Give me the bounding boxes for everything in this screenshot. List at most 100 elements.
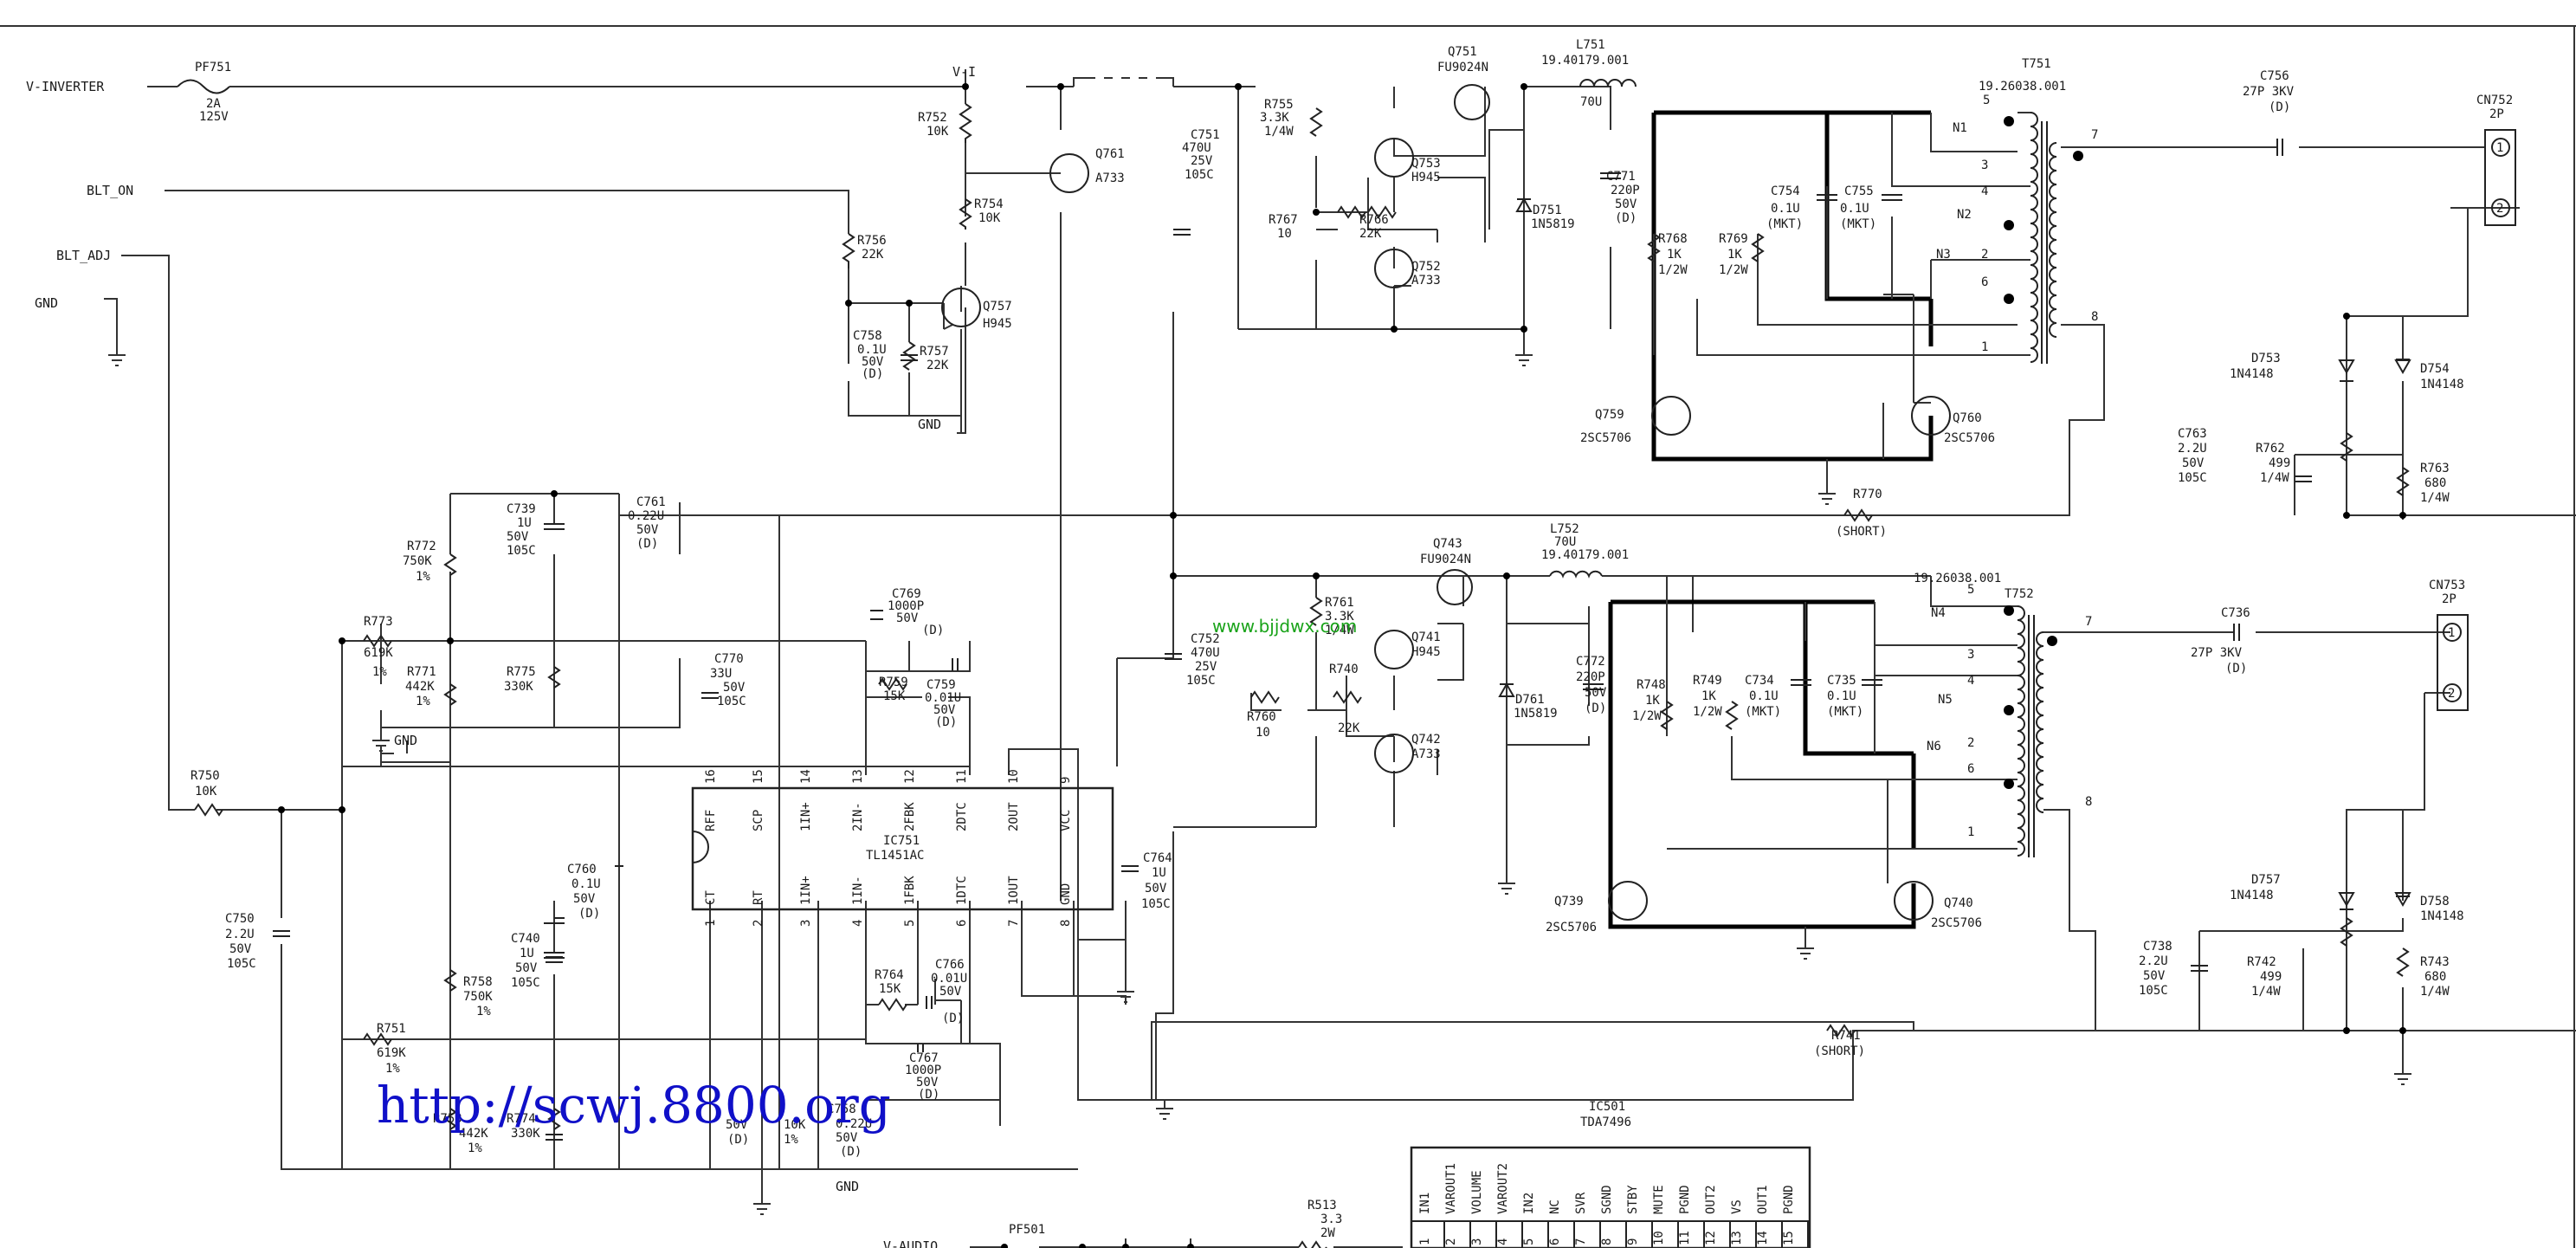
ic501-pin-8-name: SGND bbox=[1600, 1185, 1614, 1214]
pf751-value: 2A bbox=[206, 97, 221, 111]
d761-type: 1N5819 bbox=[1514, 707, 1558, 721]
r769-value: 1K bbox=[1727, 248, 1742, 262]
ic751-pin-12-number: 12 bbox=[903, 769, 917, 784]
r772-tol: 1% bbox=[416, 570, 430, 584]
r767-value: 10 bbox=[1277, 227, 1292, 241]
r750-ref: R750 bbox=[190, 769, 220, 783]
c738-temp: 105C bbox=[2139, 984, 2168, 998]
bottom-inverter-wiring bbox=[1173, 575, 1931, 895]
part-labels: PF751 2A 125V PF501 R752 10K R754 10K R7… bbox=[190, 38, 2513, 1240]
cn752-ref: CN752 bbox=[2476, 94, 2513, 107]
r743-ref: R743 bbox=[2420, 955, 2450, 969]
t751-ref: T751 bbox=[2022, 57, 2051, 71]
ic501-type: TDA7496 bbox=[1580, 1115, 1631, 1129]
r755-watt: 1/4W bbox=[1264, 125, 1294, 139]
r770-ref: R770 bbox=[1853, 488, 1882, 501]
ic501-pin-5-name: IN2 bbox=[1522, 1193, 1536, 1214]
c738-ref: C738 bbox=[2143, 940, 2172, 954]
c763-ref: C763 bbox=[2178, 427, 2207, 441]
cn752-pin1: 1 bbox=[2496, 141, 2503, 155]
pf501-ref: PF501 bbox=[1009, 1223, 1045, 1237]
c739-volt: 50V bbox=[507, 530, 529, 544]
cn753-ref: CN753 bbox=[2429, 579, 2465, 592]
ic501-pin-12-name: OUT2 bbox=[1704, 1185, 1718, 1214]
r762-ref: R762 bbox=[2256, 442, 2285, 456]
c758-ref: C758 bbox=[853, 329, 882, 343]
d753-type: 1N4148 bbox=[2230, 367, 2274, 381]
l752-value: 70U bbox=[1554, 535, 1576, 549]
t751-pin6: 6 bbox=[1981, 275, 1988, 289]
c756-value: 27P 3KV bbox=[2243, 85, 2295, 99]
c752-ref: C752 bbox=[1191, 632, 1220, 646]
c739-ref: C739 bbox=[507, 502, 536, 516]
t752-n4: N4 bbox=[1931, 606, 1946, 620]
ic501-pin-3-number: 3 bbox=[1470, 1238, 1484, 1245]
d754-ref: D754 bbox=[2420, 362, 2450, 376]
q761-ref: Q761 bbox=[1095, 147, 1125, 161]
ic751-pin-1-name: CT bbox=[704, 890, 718, 905]
net-blt-adj: BLT_ADJ bbox=[56, 248, 111, 263]
t751-n3: N3 bbox=[1936, 248, 1951, 262]
c770-ref: C770 bbox=[714, 652, 744, 666]
t751-pin7: 7 bbox=[2091, 128, 2098, 142]
q759-type: 2SC5706 bbox=[1580, 431, 1631, 445]
c740-ref: C740 bbox=[511, 932, 540, 946]
c763-temp: 105C bbox=[2178, 471, 2207, 485]
t751-pin1: 1 bbox=[1981, 340, 1988, 354]
q740-ref: Q740 bbox=[1944, 896, 1973, 910]
ic501-pin-11-name: PGND bbox=[1678, 1185, 1692, 1214]
r748-value: 1K bbox=[1645, 694, 1660, 708]
ic751-pin-11-number: 11 bbox=[955, 769, 969, 784]
net-gnd-r771: GND bbox=[394, 733, 417, 748]
r513-value: 3.3 bbox=[1320, 1212, 1342, 1226]
c759-cap: 0.01U bbox=[925, 691, 961, 705]
c740-cap: 1U bbox=[520, 947, 534, 960]
q742-type: A733 bbox=[1411, 747, 1441, 761]
r757-value: 22K bbox=[926, 359, 949, 372]
r742-value: 499 bbox=[2260, 970, 2282, 984]
c771-ref: C771 bbox=[1606, 170, 1636, 184]
r769-ref: R769 bbox=[1719, 232, 1748, 246]
ic751-pin-2-number: 2 bbox=[752, 920, 765, 927]
ic751-pin-5-number: 5 bbox=[903, 920, 917, 927]
ic501-pin-6-number: 6 bbox=[1548, 1238, 1562, 1245]
l751-ref: L751 bbox=[1576, 38, 1605, 52]
ic501-pin-3-name: VOLUME bbox=[1470, 1170, 1484, 1214]
ic501-pin-15-number: 15 bbox=[1782, 1231, 1796, 1245]
t751-part: 19.26038.001 bbox=[1979, 80, 2066, 94]
watermark-small: www.bjjdwx.com bbox=[1212, 616, 1357, 637]
r768-watt: 1/2W bbox=[1658, 263, 1688, 277]
ic751-pin-12-name: 2FBK bbox=[903, 802, 917, 831]
c750-cap: 2.2U bbox=[225, 928, 255, 941]
q753-type: H945 bbox=[1411, 171, 1441, 184]
r773-ref: R773 bbox=[364, 615, 393, 629]
r752-ref: R752 bbox=[918, 111, 947, 125]
r766-ref: R766 bbox=[1359, 213, 1389, 227]
c770-cap: 33U bbox=[710, 667, 732, 681]
t751-pin2: 2 bbox=[1981, 248, 1988, 262]
c764-ref: C764 bbox=[1143, 851, 1172, 865]
ic501-pin-4-name: VAROUT2 bbox=[1496, 1163, 1510, 1214]
q741-type: H945 bbox=[1411, 645, 1441, 659]
ic501-pin-1-number: 1 bbox=[1418, 1238, 1432, 1245]
ic501-ref: IC501 bbox=[1589, 1100, 1625, 1114]
t751-secondary-wiring bbox=[1385, 112, 2576, 520]
net-v-i: V-I bbox=[952, 64, 976, 80]
c761-type: (D) bbox=[636, 537, 658, 551]
c751-ref: C751 bbox=[1191, 128, 1220, 142]
c771-volt: 50V bbox=[1615, 197, 1637, 211]
c7xx-type: (D) bbox=[727, 1133, 749, 1147]
t751-pin4: 4 bbox=[1981, 184, 1988, 198]
d758-ref: D758 bbox=[2420, 895, 2450, 909]
r753-value: 442K bbox=[459, 1127, 488, 1141]
c758b-cap: 0.22U bbox=[836, 1117, 872, 1131]
r761-watt: 1/4W bbox=[1325, 624, 1354, 637]
c754-ref: C754 bbox=[1771, 184, 1800, 198]
c736-type: (D) bbox=[2225, 662, 2247, 676]
r760-ref: R760 bbox=[1247, 710, 1276, 724]
ic501-pin-11-number: 11 bbox=[1678, 1231, 1692, 1245]
r755-value: 3.3K bbox=[1260, 111, 1289, 125]
l751-value: 70U bbox=[1580, 95, 1602, 109]
t752-pin1: 1 bbox=[1967, 825, 1974, 839]
